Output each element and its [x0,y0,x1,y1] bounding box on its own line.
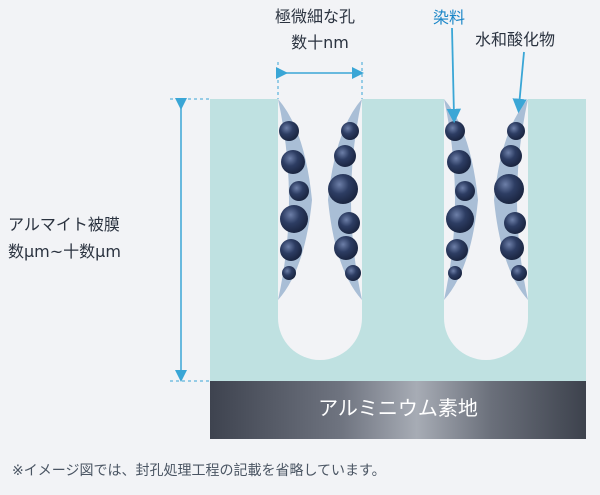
dye-particle [494,174,524,204]
pore-size-label: 数十nm [291,33,349,52]
dye-particle [500,145,522,167]
dye-particle [334,236,358,260]
dye-particle [334,145,356,167]
dye-particle [338,212,360,234]
dye-particle [455,181,475,201]
dye-particle [289,181,309,201]
dye-particle [281,150,305,174]
dye-particle [280,239,302,261]
footnote: ※イメージ図では、封孔処理工程の記載を省略しています。 [12,463,386,479]
dye-particle [500,236,524,260]
dye-particle [447,150,471,174]
aluminum-base-label: アルミニウム素地 [318,396,478,420]
dye-particle [345,265,361,281]
pore-label: 極微細な孔 [274,7,355,26]
dye-label: 染料 [433,8,466,27]
anodized-film [210,99,586,381]
aluminum-base [210,381,586,439]
film-label: アルマイト被膜 [8,215,120,234]
dye-particle [341,122,359,140]
dye-particle [511,265,527,281]
dye-particle [280,205,308,233]
dye-particle [282,266,296,280]
dye-particle [507,122,525,140]
dye-particle [446,239,468,261]
dye-particles-right-pore [445,121,527,281]
dye-particle [448,266,462,280]
dye-particle [504,212,526,234]
dye-particle [446,205,474,233]
hydroxide-leader-arrow [512,51,527,114]
dye-leader-arrow [446,27,462,124]
film-thickness-label: 数μm~十数μm [8,242,121,261]
dye-particles-left-pore [279,121,361,281]
hydroxide-label: 水和酸化物 [475,30,556,49]
dye-particle [279,121,299,141]
dye-particle [328,174,358,204]
dye-particle [445,121,465,141]
